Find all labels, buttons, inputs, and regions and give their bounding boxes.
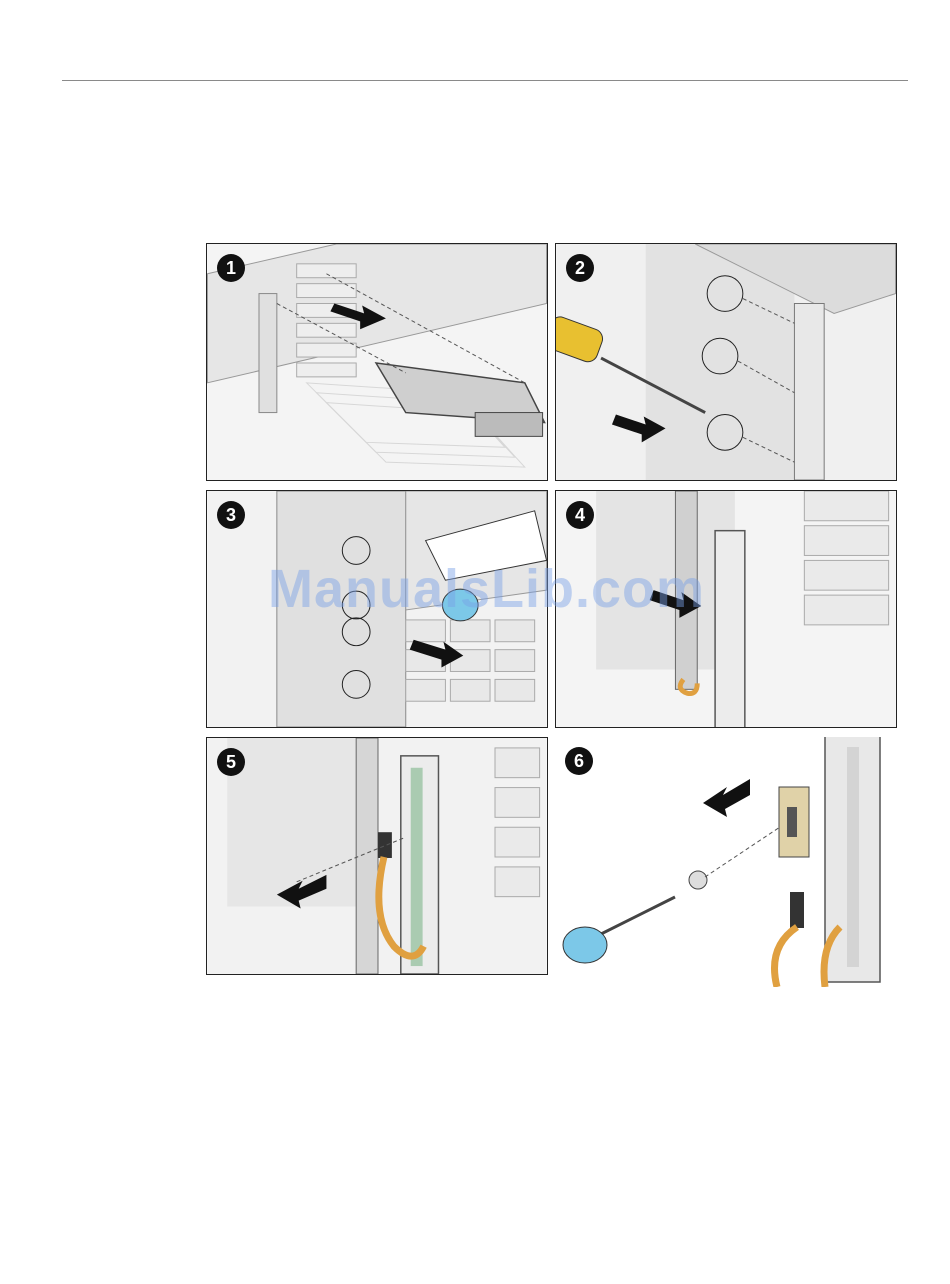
- step-badge-2: 2: [566, 254, 594, 282]
- step-badge-4: 4: [566, 501, 594, 529]
- step-badge-6: 6: [565, 747, 593, 775]
- panel-step-1: 1: [206, 243, 548, 481]
- watermark: ManualsLib.com: [268, 558, 705, 620]
- step-badge-3: 3: [217, 501, 245, 529]
- panel-step-2: 2: [555, 243, 897, 481]
- cable-disconnect-illustration: [207, 738, 547, 974]
- step-badge-5: 5: [217, 748, 245, 776]
- panel-step-5: 5: [206, 737, 548, 975]
- panel-step-6: 6: [555, 737, 897, 987]
- screw-removal-screwdriver-illustration: [556, 244, 896, 480]
- drive-removal-illustration: [207, 244, 547, 480]
- board-removal-illustration: [555, 737, 897, 987]
- step-badge-1: 1: [217, 254, 245, 282]
